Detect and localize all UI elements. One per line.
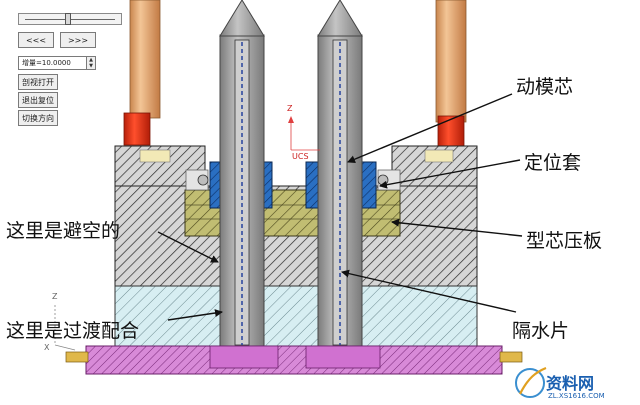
ucs-z-label: Z [287,104,293,113]
callout-transition-fit-note: 这里是过渡配合 [6,320,140,342]
callout-moving-core: 动模芯 [516,76,574,98]
callout-leaders [157,93,523,321]
increment-field[interactable]: 增量=10.0000 [18,56,90,70]
watermark-text: 资料网 [546,374,595,393]
cooling-pipe-left [123,0,161,146]
exit-reset-button[interactable]: 退出复位 [18,92,58,108]
triad-x-label: X [44,343,50,352]
watermark-logo [515,366,547,398]
callout-relief-note: 这里是避空的 [6,220,121,242]
slider-knob[interactable] [65,13,71,25]
callout-locating-sleeve: 定位套 [524,152,582,174]
watermark-url: ZL.XS1616.COM [548,392,605,400]
ucs-label: UCS [292,152,309,161]
cooling-pipe-right [435,0,467,147]
control-panel: <<< >>> 增量=10.0000 ▲▼ 剖视打开 退出复位 切换方向 [14,8,126,128]
ucs-axis-marker [288,116,320,151]
section-open-button[interactable]: 剖视打开 [18,74,58,90]
base-plate [65,345,523,375]
switch-direction-button[interactable]: 切换方向 [18,110,58,126]
axis-triad [54,305,76,351]
triad-z-label: Z [52,292,58,301]
moving-core-left [219,0,265,348]
increment-stepper-arrows[interactable]: ▲▼ [86,56,96,70]
prev-button[interactable]: <<< [18,32,54,48]
next-button[interactable]: >>> [60,32,96,48]
playback-slider[interactable] [18,13,122,25]
moving-core-right [317,0,363,348]
callout-core-plate: 型芯压板 [526,230,603,252]
mold-plate-lower [114,285,478,347]
callout-baffle: 隔水片 [512,320,570,342]
